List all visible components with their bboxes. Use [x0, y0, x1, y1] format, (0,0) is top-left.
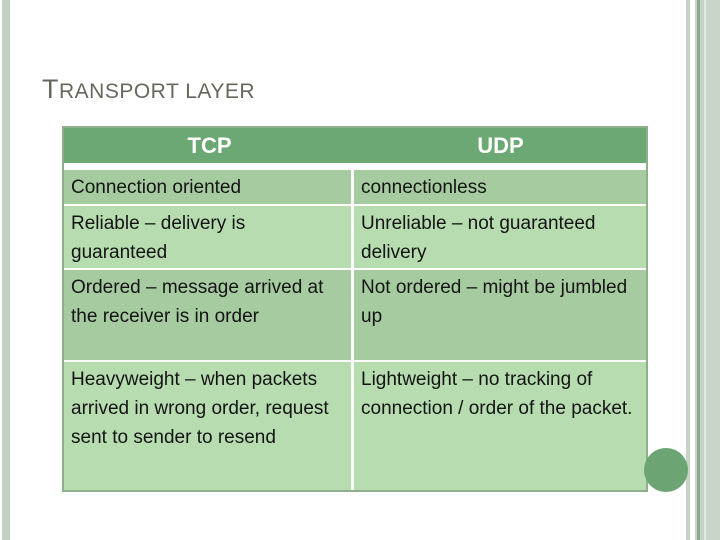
udp-cell: Lightweight – no tracking of connection … — [354, 362, 646, 490]
table-row: Ordered – message arrived at the receive… — [64, 270, 646, 360]
column-header-udp: UDP — [477, 132, 524, 158]
udp-cell: Not ordered – might be jumbled up — [354, 270, 646, 360]
tcp-cell: Reliable – delivery is guaranteed — [64, 206, 351, 268]
right-accent-stripes — [686, 0, 720, 540]
tcp-cell: Connection oriented — [64, 170, 351, 204]
slide-title: TRANSPORT LAYER — [42, 74, 256, 104]
udp-cell: Unreliable – not guaranteed delivery — [354, 206, 646, 268]
table-row: Connection oriented connectionless — [64, 170, 646, 204]
tcp-cell: Heavyweight – when packets arrived in wr… — [64, 362, 351, 490]
table-header-row: TCP UDP — [64, 128, 646, 163]
udp-cell: connectionless — [354, 170, 646, 204]
tcp-udp-comparison-table: TCP UDP Connection oriented connectionle… — [62, 126, 648, 492]
table-row: Heavyweight – when packets arrived in wr… — [64, 362, 646, 490]
table-row: Reliable – delivery is guaranteed Unreli… — [64, 206, 646, 268]
tcp-cell: Ordered – message arrived at the receive… — [64, 270, 351, 360]
column-header-tcp: TCP — [187, 132, 232, 158]
left-accent-stripe — [2, 0, 10, 540]
decorative-circle — [644, 448, 688, 492]
